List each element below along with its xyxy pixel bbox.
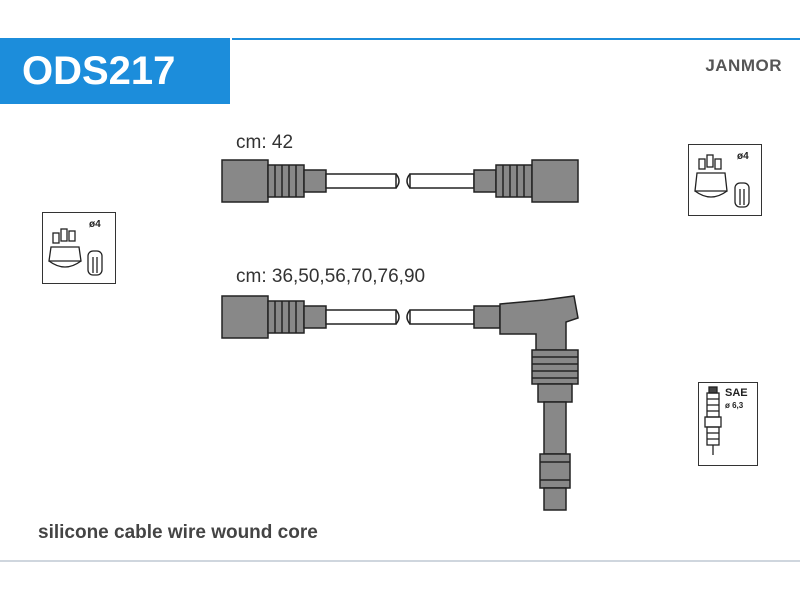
long-cable-length-label: cm: 36,50,56,70,76,90 bbox=[236, 266, 426, 287]
brand-name: JANMOR bbox=[705, 56, 782, 75]
distributor-count-label: ø4 bbox=[89, 219, 101, 230]
coil-count-label: ø4 bbox=[737, 151, 749, 162]
spark-plug-diameter-label: ø 6,3 bbox=[725, 401, 744, 410]
spark-plug-standard-label: SAE bbox=[725, 387, 748, 399]
spark-plug-icon-box: SAE ø 6,3 bbox=[698, 382, 758, 466]
top-cable-left-collar bbox=[303, 169, 327, 193]
top-cable-right-boot bbox=[531, 159, 579, 203]
short-cable-length-label: cm: 42 bbox=[236, 132, 294, 153]
bottom-cable-angled-boot bbox=[499, 295, 579, 351]
part-number-badge: ODS217 bbox=[0, 38, 230, 104]
ignition-coil-icon-box: ø4 bbox=[688, 144, 762, 216]
footer-divider bbox=[0, 560, 800, 562]
top-cable-left-ribbed-sleeve bbox=[267, 164, 305, 198]
bottom-cable-ribbed-down bbox=[531, 349, 579, 385]
header-divider bbox=[232, 38, 800, 40]
bottom-cable-wire-right bbox=[409, 309, 475, 325]
spark-plug-icon bbox=[704, 386, 722, 455]
top-cable-wire-right bbox=[409, 173, 475, 189]
top-cable-right-ribbed-sleeve bbox=[495, 164, 533, 198]
top-cable-right-collar bbox=[473, 169, 497, 193]
bottom-cable-left-ribbed-sleeve bbox=[267, 300, 305, 334]
top-cable-wire-left bbox=[325, 173, 397, 189]
bottom-cable-wire-left bbox=[325, 309, 397, 325]
bottom-cable-tip-collar bbox=[539, 453, 571, 489]
bottom-cable-tip bbox=[543, 487, 567, 511]
bottom-cable-left-collar bbox=[303, 305, 327, 329]
distributor-cap-icon bbox=[48, 228, 103, 276]
cable-description: silicone cable wire wound core bbox=[38, 522, 318, 543]
top-cable-left-boot bbox=[221, 159, 269, 203]
distributor-cap-icon-box: ø4 bbox=[42, 212, 116, 284]
bottom-cable-extension-collar bbox=[537, 383, 573, 403]
bottom-cable-left-boot bbox=[221, 295, 269, 339]
ignition-coil-icon bbox=[694, 154, 750, 208]
bottom-cable-right-collar bbox=[473, 305, 501, 329]
bottom-cable-extension-tube bbox=[543, 401, 567, 455]
